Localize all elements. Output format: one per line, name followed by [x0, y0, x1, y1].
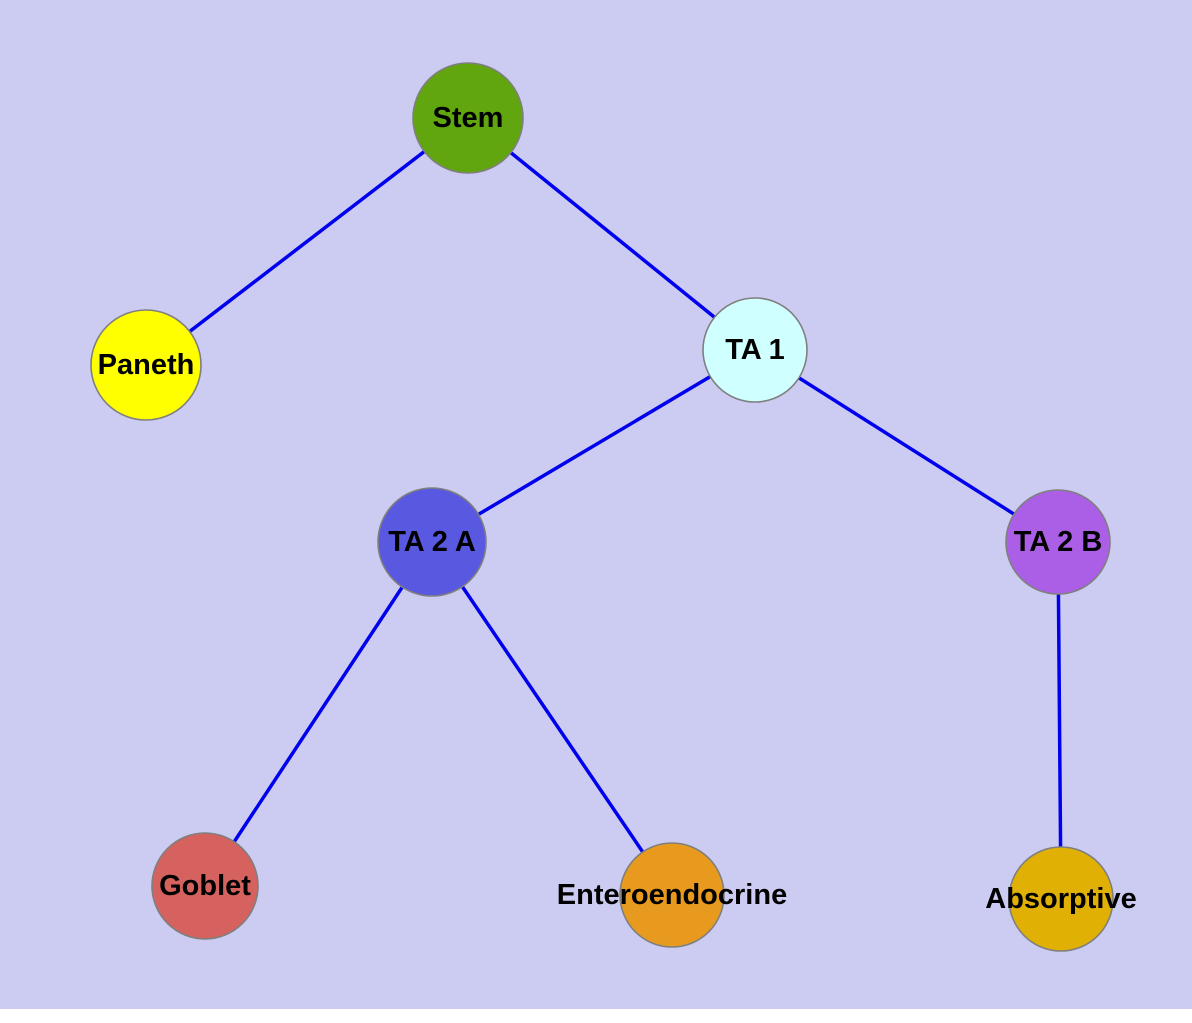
node-label-stem: Stem: [433, 102, 504, 134]
node-ta-1: TA 1: [702, 297, 808, 403]
node-label-ta-2-a: TA 2 A: [388, 526, 476, 558]
node-circle-ta-1: [702, 297, 808, 403]
node-circle-stem: [412, 62, 524, 174]
node-stem: Stem: [412, 62, 524, 174]
node-label-goblet: Goblet: [159, 870, 251, 902]
node-circle-ta-2-b: [1005, 489, 1111, 595]
node-circle-goblet: [151, 832, 259, 940]
node-label-absorptive: Absorptive: [985, 883, 1136, 915]
node-circle-ta-2-a: [377, 487, 487, 597]
node-ta-2-b: TA 2 B: [1005, 489, 1111, 595]
node-ta-2-a: TA 2 A: [377, 487, 487, 597]
node-circle-enteroendocrine: [619, 842, 725, 948]
node-circle-absorptive: [1008, 846, 1114, 952]
node-label-enteroendocrine: Enteroendocrine: [557, 879, 787, 911]
node-goblet: Goblet: [151, 832, 259, 940]
edge-ta-2-b-to-absorptive: [1056, 540, 1063, 901]
node-label-paneth: Paneth: [98, 349, 195, 381]
edge-ta-1-to-ta-2-b: [753, 348, 1060, 544]
node-enteroendocrine: Enteroendocrine: [557, 842, 787, 948]
edge-ta-1-to-ta-2-a: [430, 348, 757, 544]
node-paneth: Paneth: [90, 309, 202, 421]
node-label-ta-1: TA 1: [725, 334, 785, 366]
node-label-ta-2-b: TA 2 B: [1014, 526, 1103, 558]
node-absorptive: Absorptive: [985, 846, 1137, 952]
edge-stem-to-ta-1: [466, 116, 757, 352]
edge-stem-to-paneth: [144, 116, 470, 367]
edge-ta-2-a-to-goblet: [203, 540, 434, 888]
edge-ta-2-a-to-enteroendocrine: [430, 540, 674, 897]
node-circle-paneth: [90, 309, 202, 421]
